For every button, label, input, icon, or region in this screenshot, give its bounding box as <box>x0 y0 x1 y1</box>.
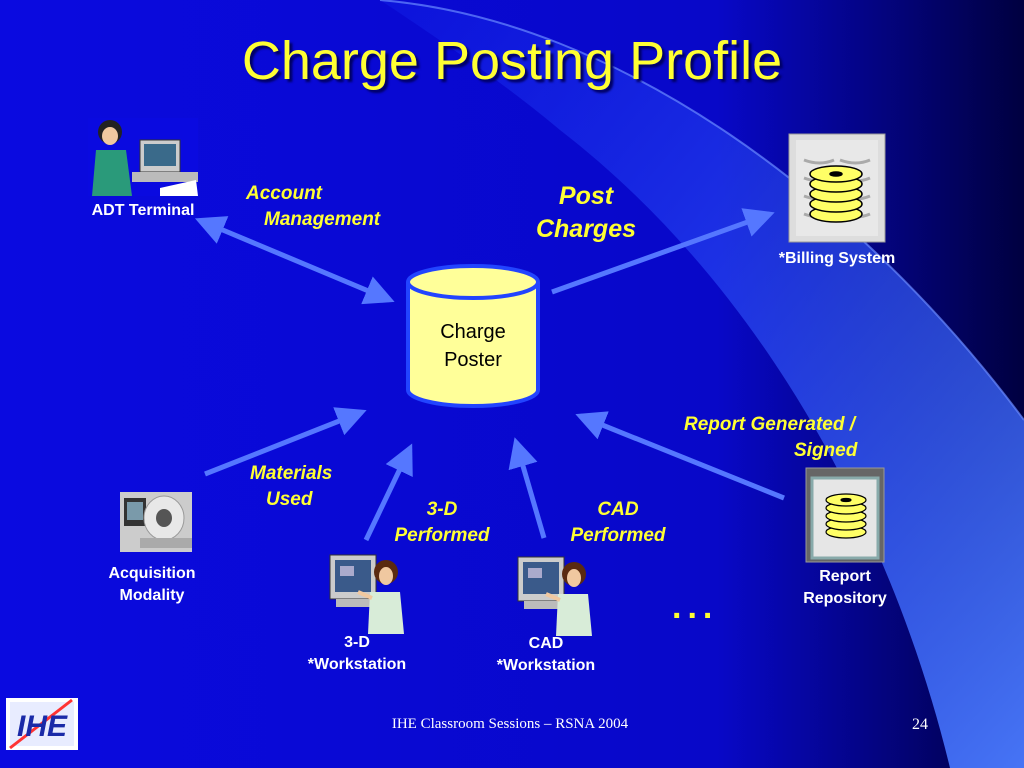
page-number: 24 <box>912 716 928 733</box>
arrow-report-generated <box>575 411 785 501</box>
acquisition-modality-icon <box>120 492 192 552</box>
adt-terminal-label: ADT Terminal <box>91 202 195 219</box>
ihe-logo: IHE <box>6 698 78 750</box>
svg-text:IHE: IHE <box>17 710 68 743</box>
arrow-3d-performed <box>363 443 413 542</box>
3d-workstation-label: 3-D *Workstation <box>307 634 407 673</box>
arrow-materials-used <box>204 407 367 477</box>
swoosh-decoration <box>380 0 1024 768</box>
arrow-account-management <box>194 216 395 305</box>
flow-cad-performed: CAD Performed <box>570 499 666 546</box>
ellipsis: ... <box>672 588 719 626</box>
arrow-post-charges <box>551 208 775 295</box>
arrow-cad-performed <box>508 437 547 539</box>
billing-system-icon <box>788 133 886 243</box>
flow-post-charges: Post Charges <box>535 182 637 243</box>
report-repository-icon <box>805 467 885 563</box>
flow-report-generated: Report Generated / Signed <box>684 414 858 461</box>
footer-text: IHE Classroom Sessions – RSNA 2004 <box>391 716 629 732</box>
3d-workstation-icon <box>329 554 404 634</box>
acquisition-modality-label: Acquisition Modality <box>108 565 196 604</box>
billing-system-label: *Billing System <box>778 250 896 267</box>
cad-workstation-label: CAD *Workstation <box>496 635 596 674</box>
charge-poster-cylinder <box>406 264 540 408</box>
flow-account-management: Account Management <box>246 183 381 230</box>
charge-poster-label: Charge Poster <box>440 321 506 371</box>
cad-workstation-icon <box>517 556 592 636</box>
flow-3d-performed: 3-D Performed <box>394 499 490 546</box>
slide-title: Charge Posting Profile <box>241 31 783 91</box>
flow-materials-used: Materials Used <box>250 463 333 510</box>
report-repository-label: Report Repository <box>803 568 887 607</box>
adt-terminal-icon <box>88 118 198 196</box>
